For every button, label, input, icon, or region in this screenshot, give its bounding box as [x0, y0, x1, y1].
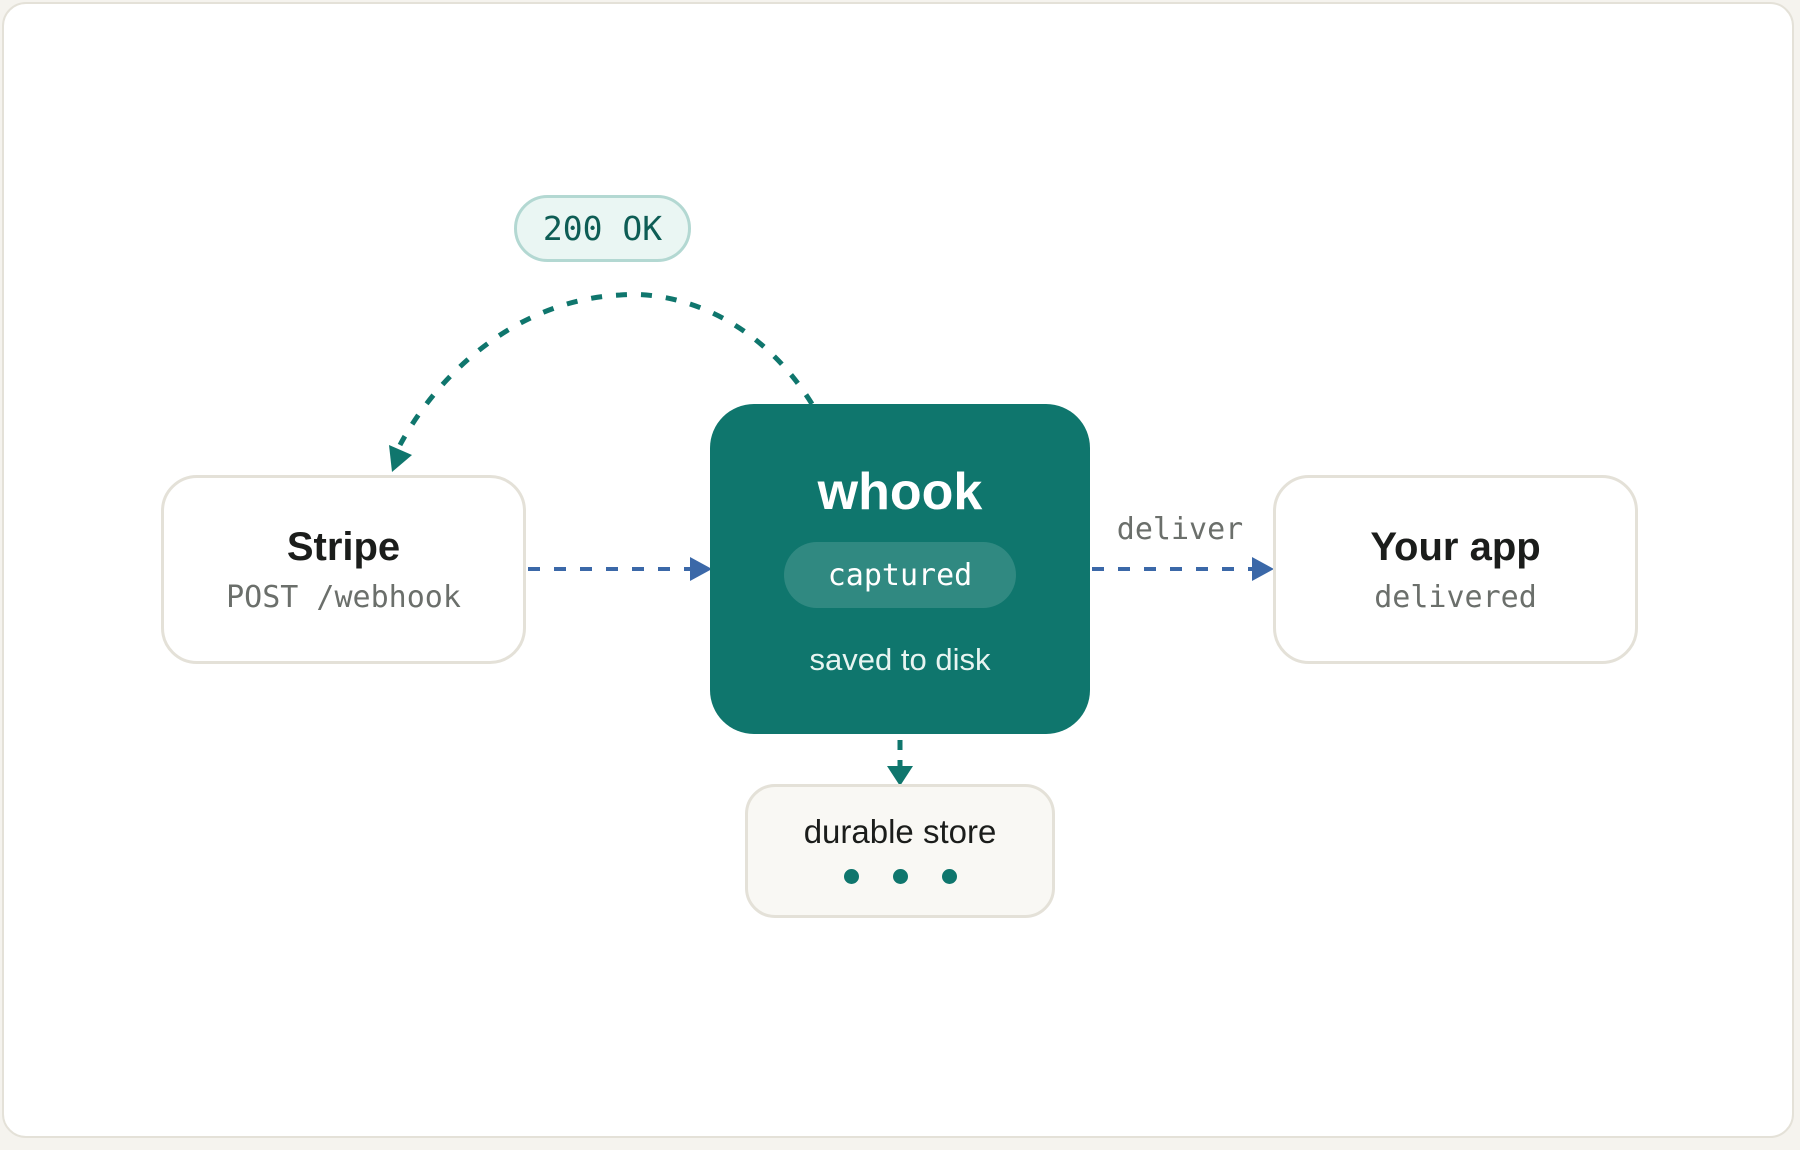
- whook-title: whook: [817, 463, 983, 521]
- stripe-title: Stripe: [286, 525, 401, 569]
- arrowhead-whook-to-store: [887, 766, 913, 786]
- stripe-node: Stripe POST /webhook: [161, 475, 526, 664]
- app-title: Your app: [1370, 525, 1541, 569]
- store-dot: [892, 868, 908, 884]
- whook-node: whook captured saved to disk: [710, 404, 1090, 734]
- deliver-edge-label: deliver: [1116, 512, 1244, 547]
- store-dots: [843, 868, 957, 884]
- arrow-whook-to-stripe-response: [397, 291, 815, 447]
- store-title: durable store: [803, 812, 997, 850]
- response-status-pill: 200 OK: [514, 195, 691, 262]
- durable-store-node: durable store: [745, 784, 1055, 918]
- your-app-node: Your app delivered: [1273, 475, 1638, 664]
- arrowhead-stripe-to-whook: [690, 557, 712, 581]
- store-dot: [843, 868, 859, 884]
- captured-badge: captured: [784, 542, 1016, 608]
- arrowhead-response: [389, 445, 412, 472]
- stripe-endpoint: POST /webhook: [226, 580, 461, 615]
- store-dot: [941, 868, 957, 884]
- app-status: delivered: [1374, 580, 1537, 615]
- arrowhead-whook-to-app: [1252, 557, 1274, 581]
- whook-caption: saved to disk: [809, 642, 991, 677]
